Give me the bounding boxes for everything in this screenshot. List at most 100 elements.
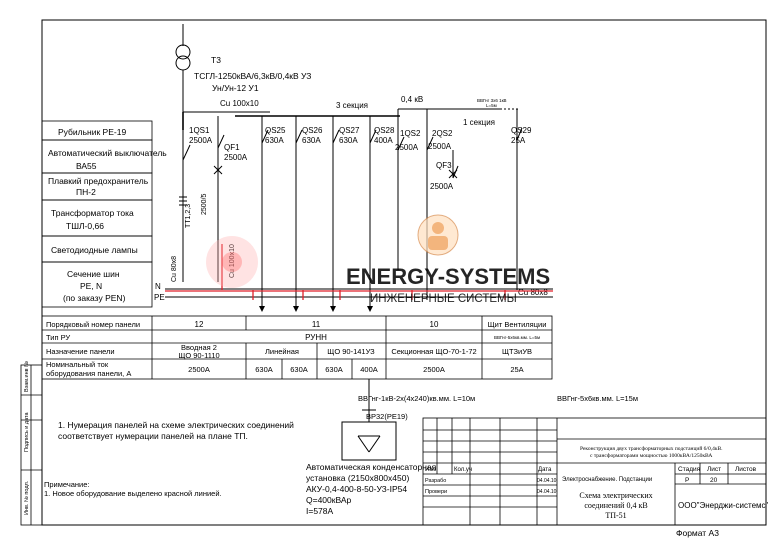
device-name-QS26: QS26 <box>302 126 323 135</box>
tb-date-2: 04.04.10 <box>537 489 557 495</box>
capacitor-feed <box>341 379 397 461</box>
title-block-grid <box>422 417 767 526</box>
panel-type-vent: ВВГнг-5х6кв.мм. L=5м <box>494 335 540 340</box>
current-qs28: 400А <box>360 365 378 374</box>
device-rating-QS29: 25А <box>511 136 526 145</box>
table-header-purpose: Назначение панели <box>46 347 115 356</box>
watermark-logo <box>206 214 459 288</box>
panel-number-vent: Щит Вентиляции <box>488 320 547 329</box>
cable-1: ВВГнг-1кВ-2х(4х240)кв.мм. L=10м <box>358 394 475 403</box>
device-name-1QS1: 1QS1 <box>189 126 210 135</box>
tb-developed: Разрабо <box>425 478 446 484</box>
bus-bottom-label: Cu 80х8 <box>518 288 548 297</box>
tb-sheet-header: Лист <box>707 466 721 473</box>
note-2: соответствует нумерации панелей на плане… <box>58 431 248 441</box>
device-rating-1QS1: 2500А <box>189 136 213 145</box>
table-header-current-1: Номинальный ток <box>46 360 109 369</box>
device-rating-QS25: 630А <box>265 136 284 145</box>
tb-subtitle: Электроснабжение. Подстанции <box>562 477 652 483</box>
device-rating-QS27: 630А <box>339 136 358 145</box>
feeder-arrows <box>259 306 373 312</box>
tb-sheet: 20 <box>710 477 718 484</box>
tb-stage-header: Стадия <box>678 466 701 473</box>
row-breaker-type: ВА55 <box>76 161 97 171</box>
current-qs27: 630А <box>325 365 343 374</box>
row-busbar-label: Сечение шин <box>67 269 120 279</box>
tb-drawing-3: ТП-51 <box>605 511 626 520</box>
device-rating-QS26: 630А <box>302 136 321 145</box>
row-fuse-label: Плавкий предохранитель <box>48 176 149 186</box>
current-sectional: 2500А <box>423 365 445 374</box>
tb-drawing-2: соединений 0,4 кВ <box>584 501 647 510</box>
device-name-QF3: QF3 <box>436 161 452 170</box>
pe-label: PE <box>154 293 165 302</box>
table-header-type: Тип РУ <box>46 333 70 342</box>
row-lamps: Светодиодные лампы <box>51 245 138 255</box>
tb-date-1: 04.04.10 <box>537 478 557 484</box>
capacitor-line-4: Q=400кВАр <box>306 495 352 505</box>
device-name-QF1: QF1 <box>224 143 240 152</box>
device-name-1QS2: 1QS2 <box>400 129 421 138</box>
current-incoming: 2500А <box>188 365 210 374</box>
voltage-label: 0,4 кВ <box>401 95 423 104</box>
device-name-2QS2: 2QS2 <box>432 129 453 138</box>
bus-label-top: Cu 100х10 <box>220 99 259 108</box>
capacitor-line-5: I=578А <box>306 506 334 516</box>
vr-label: ВР32(РЕ19) <box>366 412 408 421</box>
tb-format: Формат А3 <box>676 528 719 538</box>
n-pe-buses <box>165 288 553 298</box>
transformer-symbol <box>175 24 270 113</box>
device-name-QS28: QS28 <box>374 126 395 135</box>
tb-header-count: Кол.уч <box>454 467 472 473</box>
remark-title: Примечание: <box>44 480 90 489</box>
row-fuse-type: ПН-2 <box>76 187 96 197</box>
panel-table-grid <box>41 315 553 380</box>
bus-side-label: Cu 80х8 <box>171 256 178 282</box>
tb-drawing-1: Схема электрических <box>579 491 652 500</box>
current-qs25: 630А <box>255 365 273 374</box>
cable-note-1: ВВГнг 3х6 1кВ <box>477 98 507 103</box>
capacitor-line-1: Автоматическая конденсаторная <box>306 462 437 472</box>
tb-company: ООО"Энерджи-системс" <box>678 501 769 510</box>
device-rating-QF3: 2500А <box>430 182 454 191</box>
tb-stage: Р <box>685 477 689 484</box>
device-rating-QS28: 400А <box>374 136 393 145</box>
purpose-linear-type: ЩО 90-141УЗ <box>327 347 375 356</box>
current-vent: 25А <box>510 365 523 374</box>
tb-project-2: с трансформаторами мощностью 1000кВА/125… <box>590 452 712 459</box>
purpose-vent: ЩТЗиУВ <box>502 347 532 356</box>
side-stamp-3: Инв. № подл. <box>24 480 30 515</box>
transformer-type: ТСГЛ-1250кВА/6,3кВ/0,4кВ УЗ <box>194 71 311 81</box>
purpose-sectional: Секционная ЩО-70-1-72 <box>391 347 476 356</box>
panel-number-10: 10 <box>430 320 439 329</box>
main-busbar <box>182 112 400 130</box>
purpose-incoming: Вводная 2 <box>181 343 217 352</box>
current-qs26: 630А <box>290 365 308 374</box>
device-name-QS29: QS29 <box>511 126 532 135</box>
ct-ratio: 2500/5 <box>201 193 208 215</box>
row-label-grid <box>41 120 153 308</box>
row-busbar-pen: (по заказу РЕN) <box>63 293 126 303</box>
row-ct-type: ТШЛ-0,66 <box>66 221 104 231</box>
table-header-current-2: оборудования панели, А <box>46 369 131 378</box>
tb-checked: Провери <box>425 489 447 495</box>
tb-sheets-header: Листов <box>735 466 757 473</box>
side-stamp-1: Взам.инв № <box>24 361 30 392</box>
row-switch: Рубильник РЕ-19 <box>58 127 126 137</box>
transformer-scheme: Ун/Ун-12 У1 <box>212 83 259 93</box>
device-name-QS25: QS25 <box>265 126 286 135</box>
n-label: N <box>155 282 161 291</box>
device-rating-2QS2: 2500А <box>428 142 452 151</box>
section-3-label: 3 секция <box>336 101 368 110</box>
tb-header-change: Изм <box>425 467 436 473</box>
panel-number-11: 11 <box>312 320 321 329</box>
purpose-incoming-type: ЩО 90-1110 <box>178 351 219 360</box>
device-rating-1QS2: 2500А <box>395 143 419 152</box>
side-stamp-2: Подпись и дата <box>24 412 30 452</box>
capacitor-line-3: АКУ-0,4-400-8-50-УЗ-IP54 <box>306 484 407 494</box>
section-1-label: 1 секция <box>463 118 495 127</box>
note-1: 1. Нумерация панелей на схеме электричес… <box>58 420 294 430</box>
row-busbar-pe: РЕ, N <box>80 281 102 291</box>
tb-header-date: Дата <box>538 467 552 473</box>
